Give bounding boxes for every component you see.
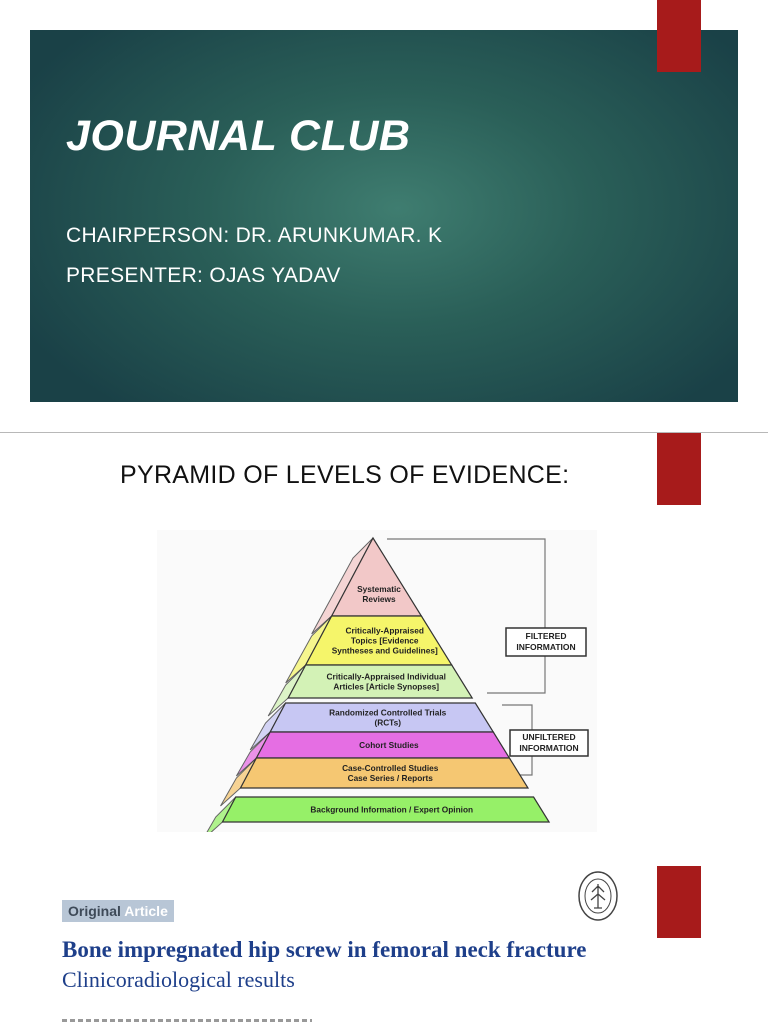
pyramid-level-label: Critically-Appraised Individual — [326, 672, 445, 682]
badge-word-original: Original — [68, 903, 121, 919]
pyramid-level-label: Case Series / Reports — [348, 773, 434, 783]
pyramid-level-face — [239, 757, 530, 789]
presenter-line: PRESENTER: OJAS YADAV — [66, 264, 341, 287]
journal-seal-logo — [578, 871, 618, 921]
cut-off-author-line — [62, 1019, 312, 1022]
filtered-label-line1: FILTERED — [526, 631, 567, 641]
evidence-pyramid: SystematicReviewsCritically-AppraisedTop… — [206, 536, 589, 832]
title-slide: JOURNAL CLUB CHAIRPERSON: DR. ARUNKUMAR.… — [30, 30, 738, 402]
pyramid-level-label: (RCTs) — [374, 718, 401, 728]
pyramid-level-label: Reviews — [362, 594, 396, 604]
pyramid-level-label: Topics [Evidence — [351, 636, 419, 646]
pyramid-level-label: Case-Controlled Studies — [342, 763, 439, 773]
unfiltered-label-box: UNFILTERED INFORMATION — [509, 729, 589, 757]
badge-word-article: Article — [124, 903, 168, 919]
pyramid-level-face — [221, 796, 551, 823]
pyramid-level-label: Syntheses and Guidelines] — [332, 646, 438, 656]
pyramid-level-face — [287, 664, 474, 699]
slide-accent-tab — [657, 433, 701, 505]
unfiltered-label-line1: UNFILTERED — [522, 732, 575, 742]
pyramid-level-label: Randomized Controlled Trials — [329, 708, 446, 718]
slide-divider — [0, 432, 768, 433]
paper-title: Bone impregnated hip screw in femoral ne… — [62, 937, 587, 962]
pyramid-level-label: Background Information / Expert Opinion — [310, 805, 473, 815]
slide-accent-tab — [657, 0, 701, 72]
filtered-bracket — [387, 538, 546, 694]
pyramid-heading: PYRAMID OF LEVELS OF EVIDENCE: — [120, 461, 570, 489]
pyramid-level-label: Cohort Studies — [359, 740, 419, 750]
pyramid-level-label: Articles [Article Synopses] — [333, 682, 439, 692]
unfiltered-label-line2: INFORMATION — [519, 743, 578, 753]
filtered-label-box: FILTERED INFORMATION — [505, 627, 587, 657]
filtered-label-line2: INFORMATION — [516, 642, 575, 652]
paper-subtitle: Clinicoradiological results — [62, 967, 295, 992]
chairperson-line: CHAIRPERSON: DR. ARUNKUMAR. K — [66, 224, 443, 247]
article-type-badge: Original Article — [62, 900, 174, 922]
slide-accent-tab — [657, 866, 701, 938]
pyramid-level-label: Critically-Appraised — [346, 626, 424, 636]
pyramid-level-label: Systematic — [357, 584, 401, 594]
slide-title: JOURNAL CLUB — [66, 112, 411, 160]
